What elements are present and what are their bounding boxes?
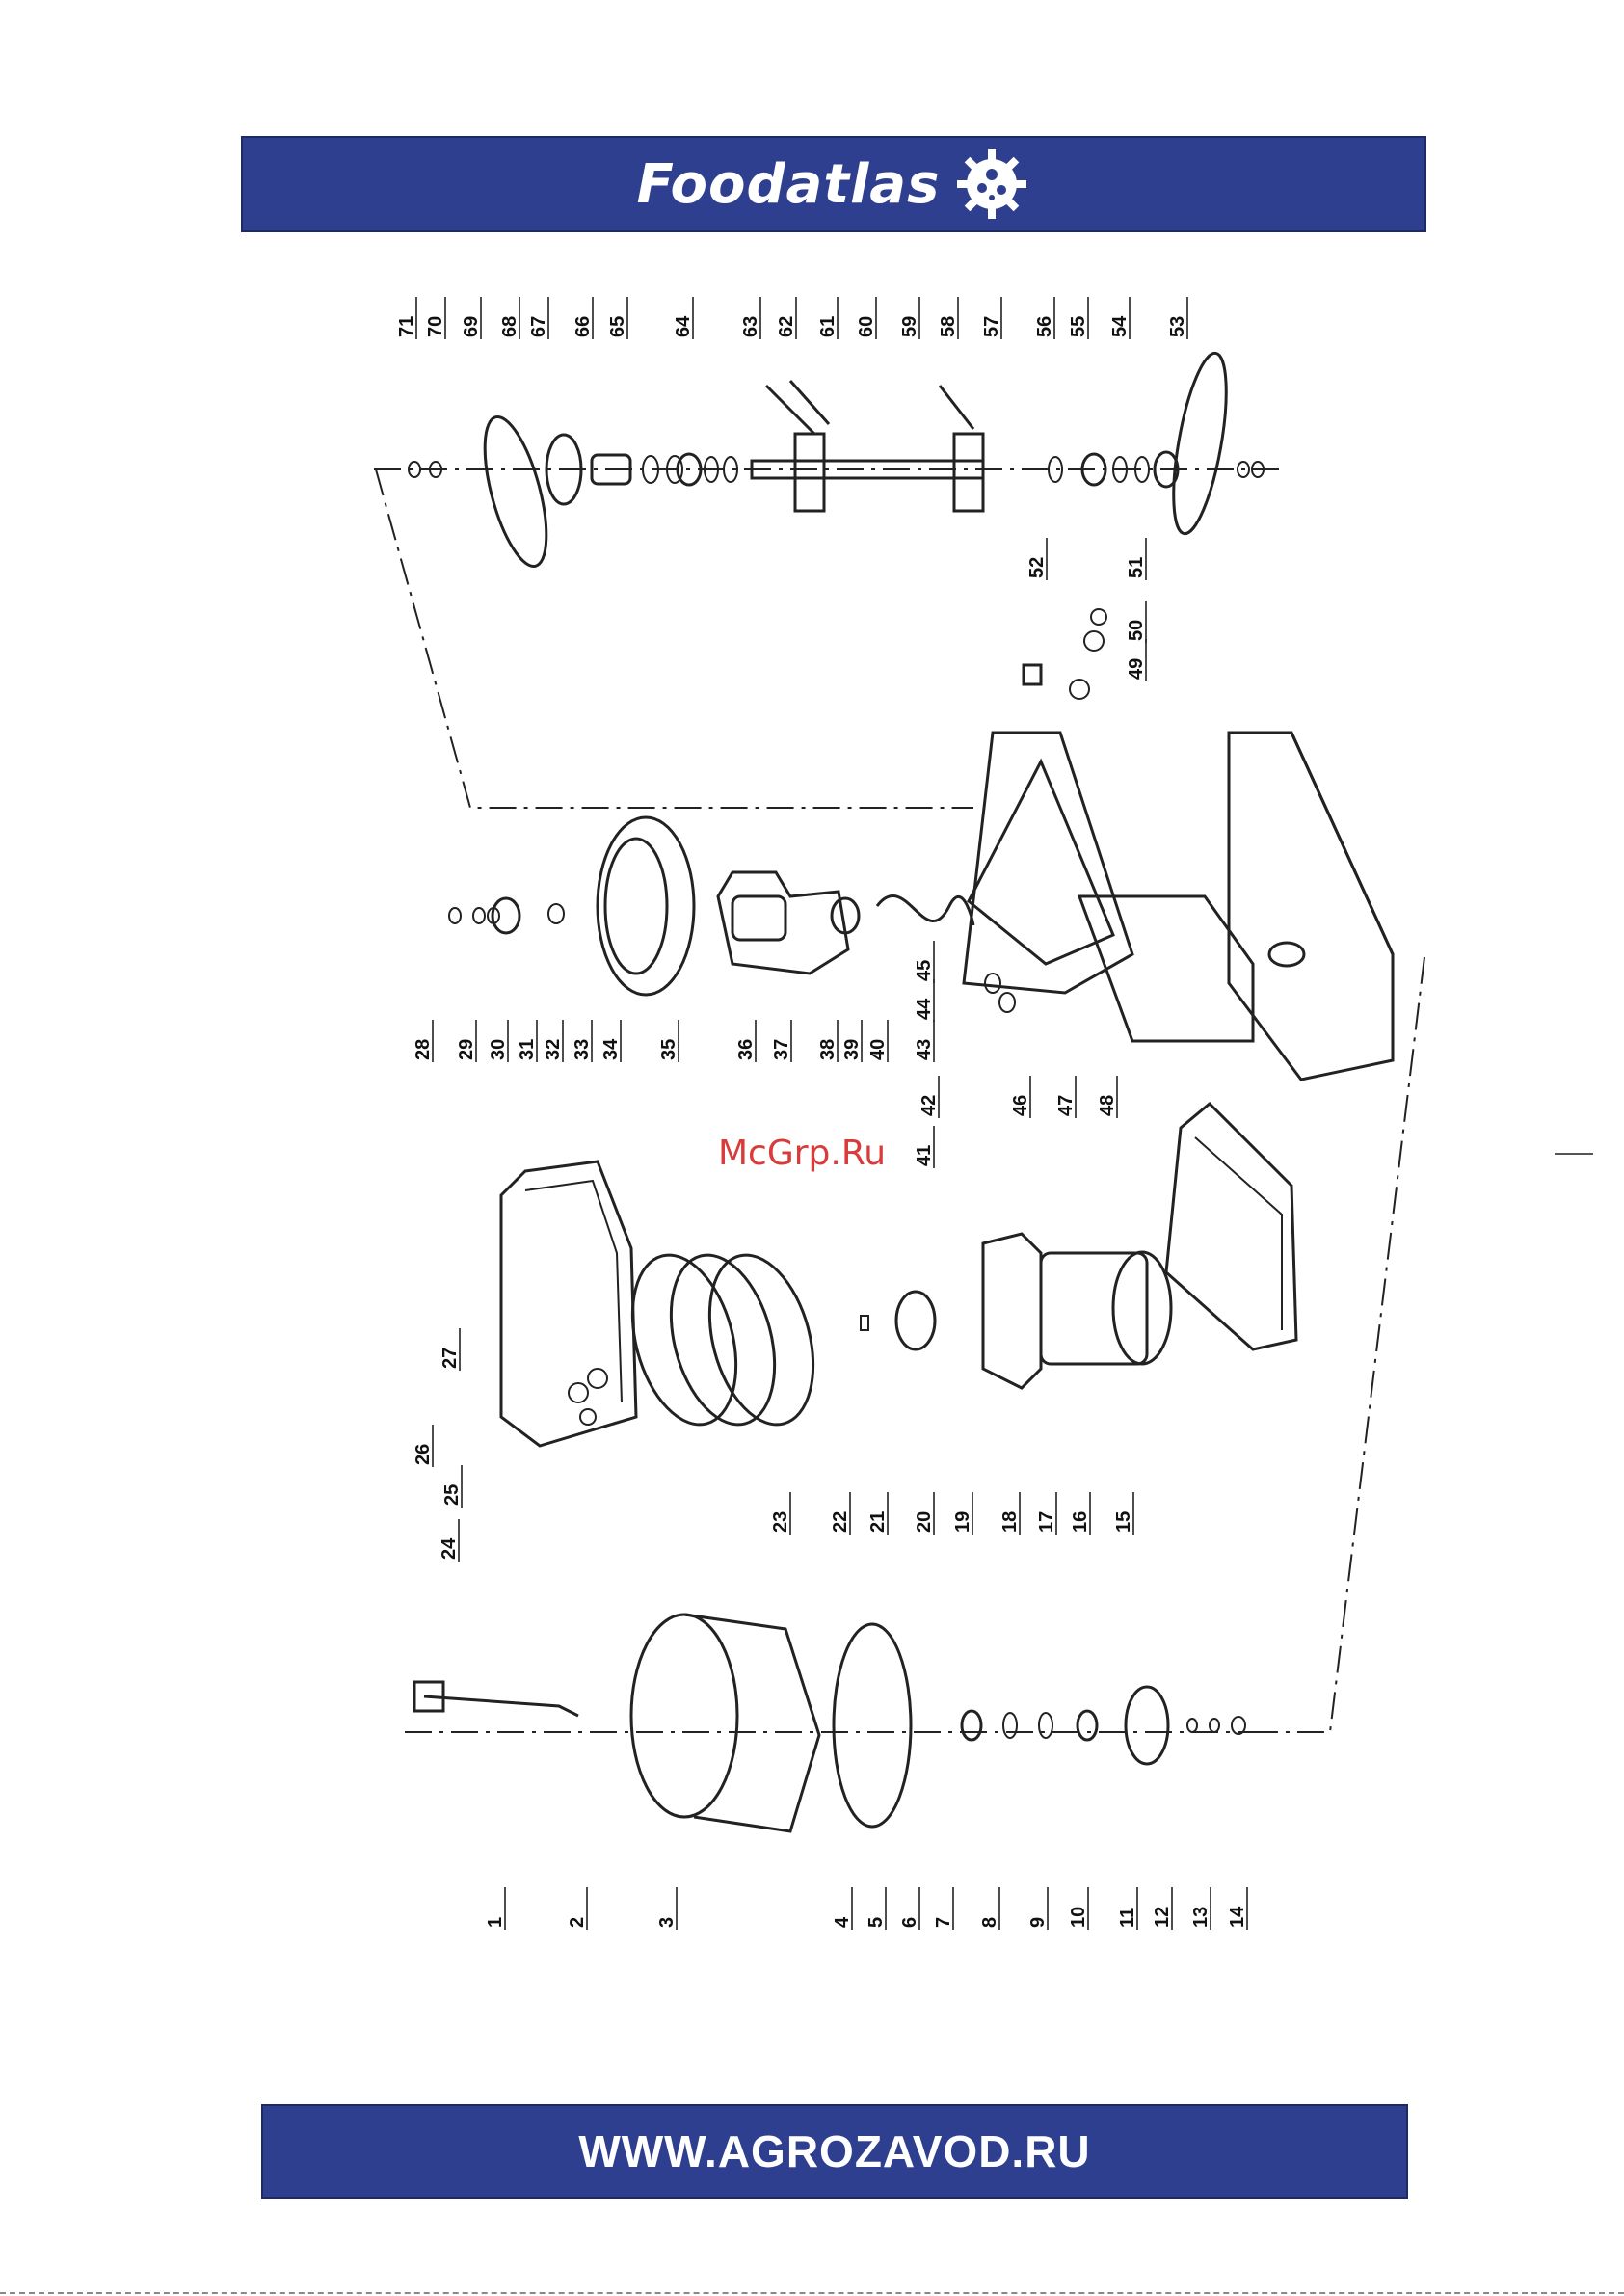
callout-62: 62 (776, 316, 797, 337)
callout-3: 3 (656, 1917, 678, 1928)
callout-63: 63 (740, 316, 761, 337)
callout-40: 40 (867, 1039, 889, 1060)
callout-55: 55 (1068, 316, 1089, 337)
callout-8: 8 (979, 1917, 1000, 1928)
callout-39: 39 (841, 1039, 863, 1060)
callout-61: 61 (817, 316, 839, 337)
callout-4: 4 (832, 1916, 853, 1928)
callout-71: 71 (396, 316, 417, 337)
callout-54: 54 (1109, 315, 1131, 337)
callout-43: 43 (914, 1039, 935, 1060)
callout-69: 69 (461, 316, 482, 337)
callout-52: 52 (1026, 557, 1048, 578)
callout-66: 66 (572, 316, 594, 337)
callout-46: 46 (1010, 1095, 1031, 1116)
callout-16: 16 (1070, 1511, 1091, 1533)
callout-49: 49 (1126, 658, 1147, 680)
callout-37: 37 (771, 1039, 792, 1060)
callout-32: 32 (543, 1039, 564, 1060)
callout-17: 17 (1036, 1511, 1057, 1533)
callout-34: 34 (600, 1038, 622, 1060)
callout-50: 50 (1126, 620, 1147, 641)
callout-23: 23 (770, 1511, 791, 1533)
callout-28: 28 (413, 1039, 434, 1060)
callout-45: 45 (914, 960, 935, 981)
callout-27: 27 (439, 1348, 461, 1369)
lid (501, 1161, 636, 1446)
callout-2: 2 (567, 1917, 588, 1928)
callout-47: 47 (1055, 1095, 1077, 1116)
callout-6: 6 (899, 1917, 920, 1928)
callout-51: 51 (1126, 557, 1147, 578)
page-edge-line (0, 2292, 1624, 2294)
callout-30: 30 (488, 1039, 509, 1060)
callout-20: 20 (914, 1511, 935, 1533)
callout-24: 24 (439, 1537, 460, 1560)
callout-70: 70 (425, 316, 446, 337)
callout-11: 11 (1117, 1908, 1138, 1928)
callout-14: 14 (1227, 1906, 1248, 1928)
callout-59: 59 (899, 316, 920, 337)
callout-48: 48 (1097, 1095, 1118, 1116)
callout-44: 44 (914, 998, 935, 1020)
callout-56: 56 (1034, 316, 1055, 337)
callout-10: 10 (1068, 1907, 1089, 1928)
callout-5: 5 (865, 1917, 887, 1928)
callout-7: 7 (933, 1917, 954, 1928)
callout-26: 26 (413, 1444, 434, 1465)
callout-22: 22 (830, 1511, 851, 1533)
callout-36: 36 (735, 1039, 757, 1060)
callout-65: 65 (607, 316, 628, 337)
callout-12: 12 (1152, 1907, 1173, 1928)
callout-9: 9 (1027, 1917, 1049, 1928)
callout-41: 41 (914, 1145, 935, 1166)
pulley-gearbox-assembly (449, 817, 973, 995)
callout-31: 31 (517, 1039, 538, 1060)
callout-35: 35 (658, 1039, 679, 1060)
machine-body (964, 609, 1393, 1080)
callout-38: 38 (817, 1039, 839, 1060)
callout-25: 25 (441, 1484, 463, 1506)
watermark-text: McGrp.Ru (718, 1134, 886, 1173)
callout-42: 42 (918, 1095, 940, 1116)
callout-57: 57 (981, 316, 1002, 337)
callout-1: 1 (485, 1917, 506, 1928)
footer-url: WWW.AGROZAVOD.RU (578, 2125, 1090, 2177)
callout-60: 60 (856, 316, 877, 337)
callout-29: 29 (456, 1039, 477, 1060)
callout-13: 13 (1190, 1907, 1211, 1928)
callout-21: 21 (867, 1511, 889, 1533)
callout-33: 33 (572, 1039, 593, 1060)
shaft-assembly (409, 350, 1264, 573)
callout-15: 15 (1113, 1511, 1134, 1533)
bowl-assembly (414, 1615, 1245, 1831)
callout-67: 67 (528, 316, 549, 337)
callout-53: 53 (1167, 316, 1188, 337)
callout-19: 19 (952, 1511, 973, 1533)
margin-mark (1555, 1153, 1593, 1155)
callout-64: 64 (673, 315, 694, 337)
callout-18: 18 (999, 1511, 1021, 1533)
callout-58: 58 (938, 316, 959, 337)
assembly-axis-line (376, 469, 973, 808)
callout-68: 68 (499, 316, 520, 337)
footer-banner: WWW.AGROZAVOD.RU (261, 2104, 1408, 2199)
